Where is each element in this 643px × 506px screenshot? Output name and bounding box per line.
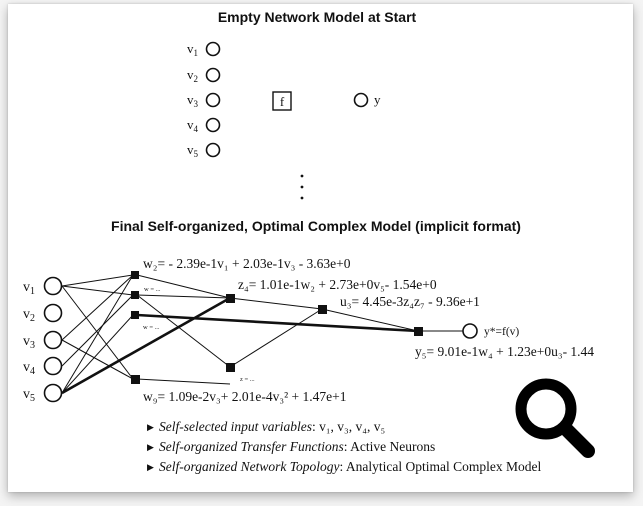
net-input-v1: v1 xyxy=(23,276,63,297)
neuron-y5 xyxy=(414,327,423,336)
svg-text:y: y xyxy=(374,92,381,107)
label-w-b: w = ... xyxy=(143,324,160,331)
bullet-transfer-functions: ▶Self-organized Transfer Functions: Acti… xyxy=(147,437,541,457)
svg-text:v2: v2 xyxy=(187,67,198,84)
triangle-bullet-icon: ▶ xyxy=(147,462,154,472)
equation-u3: u₃= 4.45e-3z₄z₇ - 9.36e+1 xyxy=(340,294,480,309)
empty-input-v2: v2 xyxy=(187,67,221,84)
bullet-network-topology: ▶Self-organized Network Topology: Analyt… xyxy=(147,457,541,477)
equation-y5: y₅= 9.01e-1w₄ + 1.23e+0u₃- 1.44 xyxy=(415,344,594,359)
neuron-w9 xyxy=(131,375,140,384)
empty-input-v1: v1 xyxy=(187,41,221,58)
neuron-w-b xyxy=(131,311,139,319)
bullet-input-variables: ▶Self-selected input variables: v₁, v₃, … xyxy=(147,417,541,437)
equation-z4: z₄= 1.01e-1w₂ + 2.73e+0v₅- 1.54e+0 xyxy=(238,277,437,292)
label-z-bottom: z = ... xyxy=(240,376,255,383)
net-input-v2: v2 xyxy=(23,303,63,324)
label-w-a: w = ... xyxy=(144,286,161,293)
title-final-model: Final Self-organized, Optimal Complex Mo… xyxy=(111,218,521,234)
title-empty-model: Empty Network Model at Start xyxy=(218,9,417,25)
triangle-bullet-icon: ▶ xyxy=(147,442,154,452)
empty-input-v4: v4 xyxy=(187,117,221,134)
empty-output-y: y xyxy=(353,92,381,108)
net-input-v5: v5 xyxy=(23,383,63,404)
svg-text:v1: v1 xyxy=(187,41,198,58)
slide-card: Empty Network Model at Start Final Self-… xyxy=(8,4,633,492)
triangle-bullet-icon: ▶ xyxy=(147,422,154,432)
net-input-v3: v3 xyxy=(23,330,63,351)
function-box: f xyxy=(272,91,292,111)
empty-input-v5: v5 xyxy=(187,142,221,159)
svg-text:f: f xyxy=(280,94,285,109)
svg-text:v3: v3 xyxy=(187,92,199,109)
summary-bullets: ▶Self-selected input variables: v₁, v₃, … xyxy=(147,417,541,477)
svg-text:v5: v5 xyxy=(187,142,199,159)
vertical-ellipsis xyxy=(300,174,304,200)
neuron-w-a xyxy=(131,291,139,299)
svg-text:v1: v1 xyxy=(23,280,35,297)
svg-text:v3: v3 xyxy=(23,334,35,351)
net-input-v4: v4 xyxy=(23,356,63,377)
svg-text:v4: v4 xyxy=(23,360,35,377)
network-diagram: Empty Network Model at Start Final Self-… xyxy=(23,9,594,404)
empty-input-v3: v3 xyxy=(187,92,221,109)
equation-output: y*=f(v) xyxy=(484,326,519,338)
svg-text:v2: v2 xyxy=(23,307,35,324)
equation-w2: w₂= - 2.39e-1v₁ + 2.03e-1v₃ - 3.63e+0 xyxy=(143,256,351,271)
neuron-u3 xyxy=(318,305,327,314)
net-output-circle xyxy=(462,323,478,339)
svg-text:v5: v5 xyxy=(23,387,35,404)
magnifier-icon[interactable] xyxy=(508,371,604,467)
svg-text:v4: v4 xyxy=(187,117,199,134)
neuron-z4 xyxy=(226,294,235,303)
neuron-z7 xyxy=(226,363,235,372)
network-connections xyxy=(61,274,463,395)
equation-w9: w₉= 1.09e-2v₃+ 2.01e-4v₃² + 1.47e+1 xyxy=(143,389,346,404)
neuron-w2 xyxy=(131,271,139,279)
